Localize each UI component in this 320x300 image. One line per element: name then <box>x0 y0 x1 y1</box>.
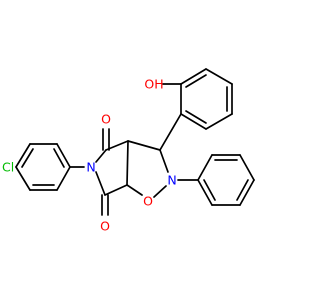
carbonyl-oxygen-upper-label: O <box>101 112 111 127</box>
bond <box>185 110 207 124</box>
atom-label-layer: OH O N N O O Cl <box>2 77 177 234</box>
bond <box>180 113 207 130</box>
bond <box>126 184 143 196</box>
hydroxyl-label: OH <box>144 77 163 92</box>
isoxazolidine-nitrogen-label: N <box>167 173 176 188</box>
carbonyl-oxygen-lower-label: O <box>100 219 110 234</box>
bond <box>126 140 129 186</box>
bond <box>56 143 71 168</box>
bond <box>95 171 106 196</box>
bond <box>104 184 128 196</box>
bond <box>53 148 65 168</box>
bond <box>236 179 249 201</box>
bond-layer <box>15 68 255 216</box>
bond <box>180 68 207 85</box>
bond <box>197 179 213 206</box>
bond <box>185 74 207 88</box>
structure-canvas: OH O N N O O Cl <box>2 68 255 234</box>
molecule-structure: OH O N N O O Cl <box>2 68 255 234</box>
bond <box>239 154 255 181</box>
bond <box>197 154 213 181</box>
bond <box>15 143 31 168</box>
bond <box>205 113 233 130</box>
bond <box>15 166 31 191</box>
bond <box>239 179 255 206</box>
chlorine-label: Cl <box>2 160 14 175</box>
bond <box>159 113 182 151</box>
imide-nitrogen-label: N <box>86 160 95 175</box>
isoxazolidine-oxygen-label: O <box>143 194 153 209</box>
bond <box>56 166 71 191</box>
bond <box>127 140 161 151</box>
bond <box>153 185 167 198</box>
bond <box>159 149 169 173</box>
bond <box>95 149 107 163</box>
bond <box>205 68 233 85</box>
bond <box>21 148 34 168</box>
bond <box>203 179 216 201</box>
